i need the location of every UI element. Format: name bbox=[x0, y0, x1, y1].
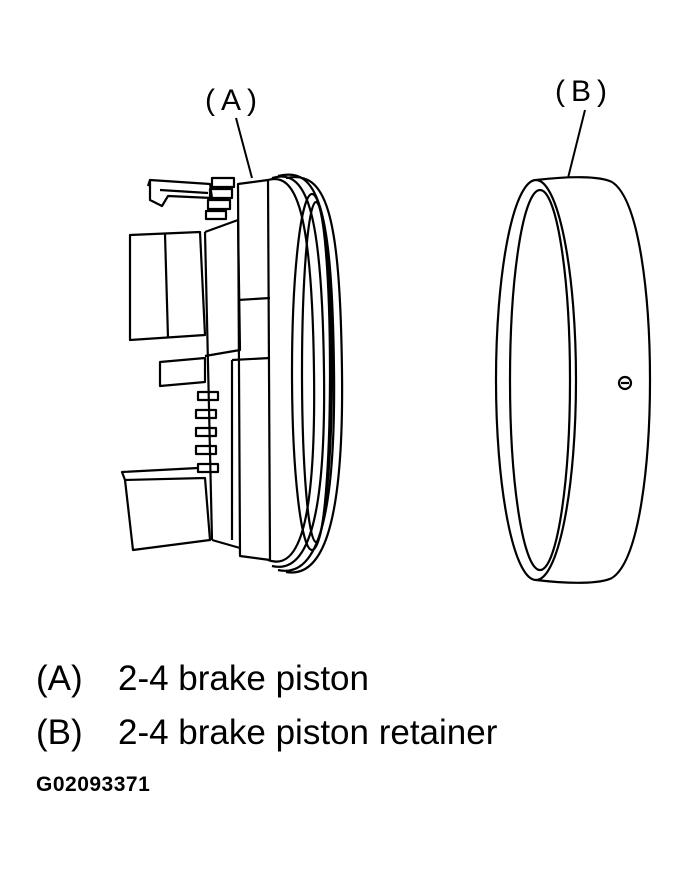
figure-id: G02093371 bbox=[36, 773, 151, 796]
parts-diagram: (A) (B) bbox=[120, 75, 652, 584]
legend-row-b: (B) 2-4 brake piston retainer bbox=[36, 706, 497, 760]
legend-text-b: 2-4 brake piston retainer bbox=[118, 713, 498, 752]
legend-text-a: 2-4 brake piston bbox=[118, 659, 369, 698]
brake-piston-illustration bbox=[120, 173, 344, 574]
callout-label-b: (B) bbox=[555, 75, 613, 108]
leader-line-b bbox=[567, 109, 586, 179]
legend-row-a: (A) 2-4 brake piston bbox=[36, 652, 497, 706]
legend-key-b: (B) bbox=[36, 713, 83, 752]
callout-label-a: (A) bbox=[205, 84, 263, 117]
leader-line-a bbox=[235, 117, 253, 179]
legend: (A) 2-4 brake piston (B) 2-4 brake pisto… bbox=[36, 652, 497, 760]
legend-key-a: (A) bbox=[36, 659, 83, 698]
piston-retainer-illustration bbox=[494, 176, 652, 584]
